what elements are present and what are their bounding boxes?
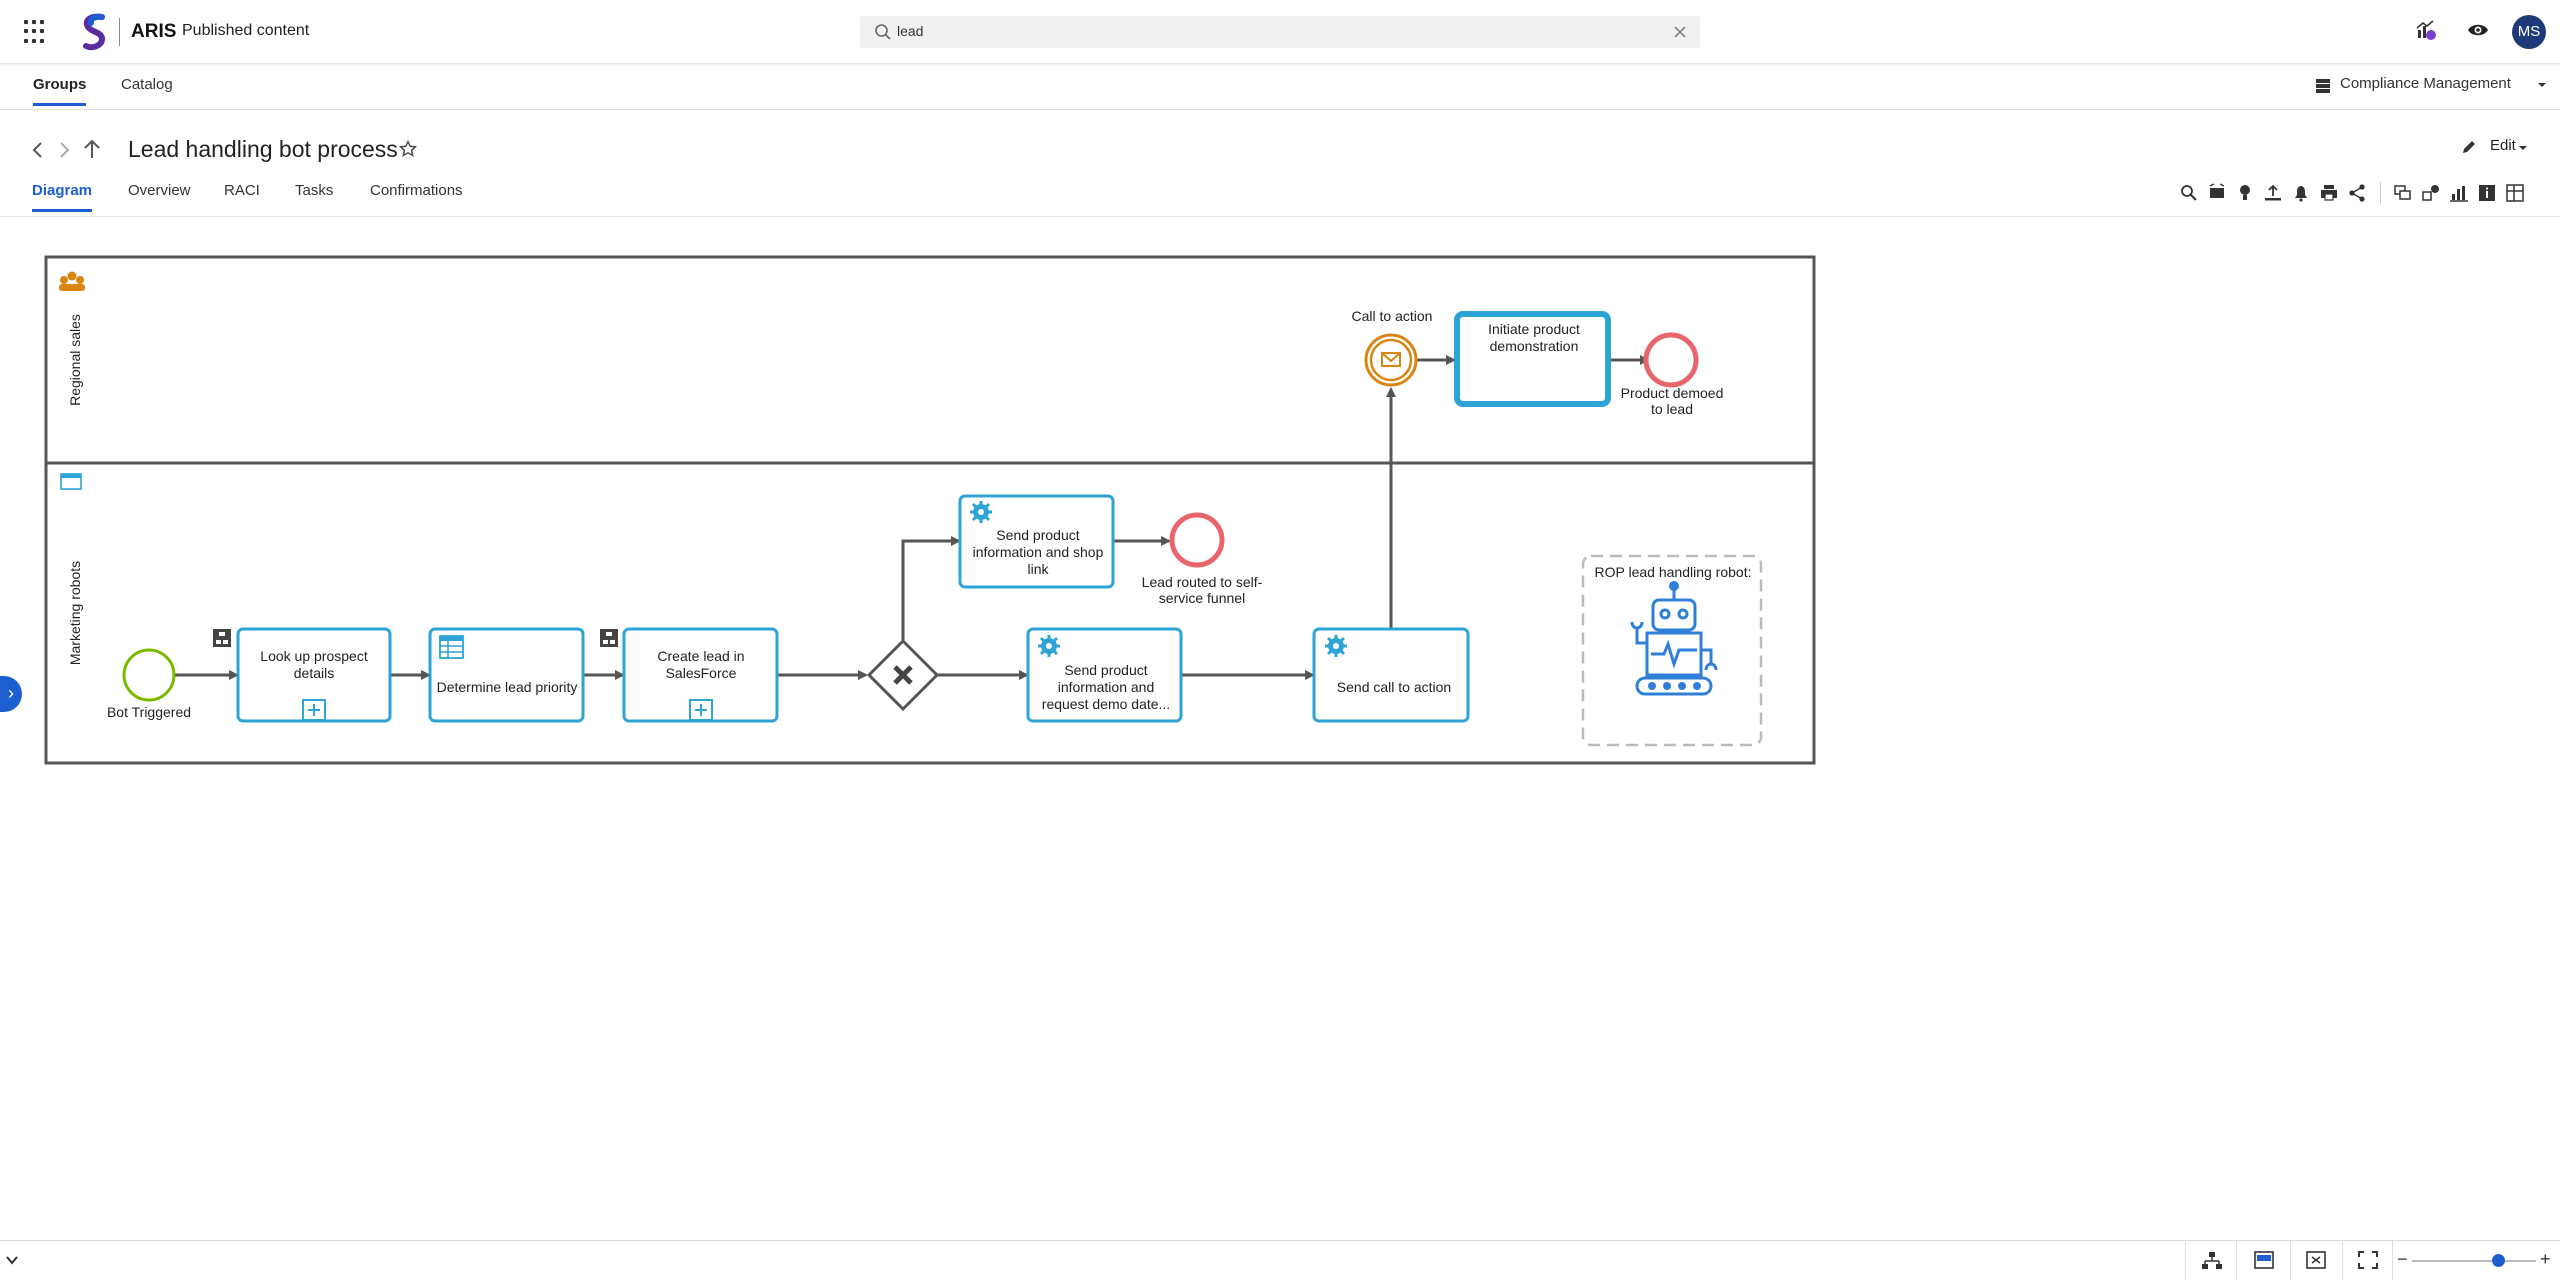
highlight-icon[interactable] — [2206, 182, 2228, 204]
overview-map-icon[interactable] — [2252, 1249, 2276, 1271]
tab-raci[interactable]: RACI — [224, 182, 260, 199]
window-icon — [60, 473, 82, 490]
chart-icon[interactable] — [2448, 182, 2470, 204]
zoom-out-button[interactable]: − — [2397, 1249, 2408, 1269]
task-send-call-to-action[interactable]: Send call to action — [1312, 627, 1470, 723]
footer-divider — [2290, 1241, 2291, 1280]
upload-icon[interactable] — [2262, 182, 2284, 204]
footer-divider — [2185, 1241, 2186, 1280]
properties-icon[interactable] — [2420, 182, 2442, 204]
fullscreen-icon[interactable] — [2356, 1249, 2380, 1271]
aris-logo — [83, 13, 106, 51]
zoom-in-button[interactable]: + — [2540, 1249, 2551, 1269]
gear-icon — [1038, 635, 1060, 657]
message-catch-event[interactable] — [1364, 333, 1418, 387]
info-icon[interactable] — [2476, 182, 2498, 204]
layout-icon[interactable] — [2200, 1249, 2224, 1271]
tab-diagram[interactable]: Diagram — [32, 182, 93, 212]
chevron-down-icon[interactable] — [2536, 79, 2548, 91]
tab-tasks[interactable]: Tasks — [295, 182, 334, 199]
search-icon — [875, 24, 891, 40]
main-nav: Groups Catalog Compliance Management — [0, 64, 2560, 110]
share-icon[interactable] — [2346, 182, 2368, 204]
tab-confirmations[interactable]: Confirmations — [370, 182, 463, 199]
tab-catalog[interactable]: Catalog — [121, 76, 173, 93]
lane-label-marketing-robots: Marketing robots — [67, 561, 83, 665]
search-input[interactable]: lead — [897, 23, 924, 39]
footer-divider — [2342, 1241, 2343, 1280]
org-chart-icon — [600, 629, 618, 647]
section-name: Published content — [182, 22, 310, 39]
table-view-icon[interactable] — [2504, 182, 2526, 204]
svg-text:Send call to action: Send call to action — [1337, 679, 1451, 695]
zoom-slider-handle[interactable] — [2492, 1254, 2505, 1267]
end-event-demoed[interactable] — [1643, 332, 1699, 388]
robot-group[interactable]: ROP lead handling robot: — [1581, 554, 1763, 747]
toolbar-divider — [2380, 182, 2381, 204]
find-icon[interactable] — [2178, 182, 2200, 204]
lightbulb-icon[interactable] — [2234, 182, 2256, 204]
svg-text:Determine lead priority: Determine lead priority — [437, 679, 578, 695]
end-event-self-service-label: Lead routed to self-service funnel — [1142, 574, 1263, 606]
footer-divider — [2236, 1241, 2237, 1280]
tab-groups[interactable]: Groups — [33, 76, 87, 106]
fit-to-screen-icon[interactable] — [2304, 1249, 2328, 1271]
catch-event-label: Call to action — [1352, 308, 1433, 324]
start-event-label: Bot Triggered — [107, 704, 191, 720]
people-group-icon — [59, 271, 85, 291]
footer-toolbar: − + — [0, 1240, 2560, 1280]
forward-icon[interactable] — [56, 140, 72, 160]
pencil-icon[interactable] — [2460, 138, 2478, 156]
start-event[interactable] — [122, 648, 176, 702]
page-header: Lead handling bot process Edit Diagram O… — [0, 110, 2560, 217]
page-title: Lead handling bot process — [128, 136, 398, 162]
star-icon[interactable] — [399, 140, 417, 158]
lane-label-regional-sales: Regional sales — [67, 314, 83, 406]
clear-icon[interactable] — [1670, 22, 1690, 42]
chevron-down-icon[interactable] — [4, 1253, 20, 1267]
insights-icon[interactable] — [2414, 18, 2438, 42]
database-selector[interactable]: Compliance Management — [2340, 75, 2511, 92]
avatar[interactable]: MS — [2512, 15, 2546, 49]
comments-icon[interactable] — [2392, 182, 2414, 204]
notification-icon[interactable] — [2290, 182, 2312, 204]
zoom-slider[interactable] — [2412, 1260, 2536, 1262]
edit-button[interactable]: Edit — [2490, 137, 2516, 154]
up-icon[interactable] — [82, 138, 102, 160]
task-determine-lead-priority[interactable]: Determine lead priority — [428, 627, 585, 723]
gear-icon — [970, 501, 992, 523]
database-icon — [2316, 79, 2330, 93]
exclusive-gateway[interactable] — [866, 638, 940, 712]
org-chart-icon — [213, 629, 231, 647]
app-grid-icon[interactable] — [24, 20, 48, 44]
edit-dropdown-icon[interactable] — [2518, 144, 2528, 152]
logo-divider — [119, 18, 120, 46]
end-event-self-service[interactable] — [1169, 512, 1225, 568]
print-icon[interactable] — [2318, 182, 2340, 204]
gear-icon — [1325, 635, 1347, 657]
eye-icon[interactable] — [2466, 18, 2490, 42]
top-bar: ARIS Published content lead MS — [0, 0, 2560, 64]
bpmn-diagram[interactable]: Regional sales Marketing robots Bot Trig… — [0, 218, 2560, 1240]
tab-overview[interactable]: Overview — [128, 182, 191, 199]
side-panel-toggle[interactable]: › — [0, 676, 22, 712]
robot-label: ROP lead handling robot: — [1595, 564, 1752, 580]
search-bar[interactable]: lead — [860, 16, 1700, 48]
robot-icon — [1630, 581, 1718, 696]
brand-name[interactable]: ARIS — [131, 21, 177, 42]
back-icon[interactable] — [30, 140, 46, 160]
footer-divider — [2392, 1241, 2393, 1280]
